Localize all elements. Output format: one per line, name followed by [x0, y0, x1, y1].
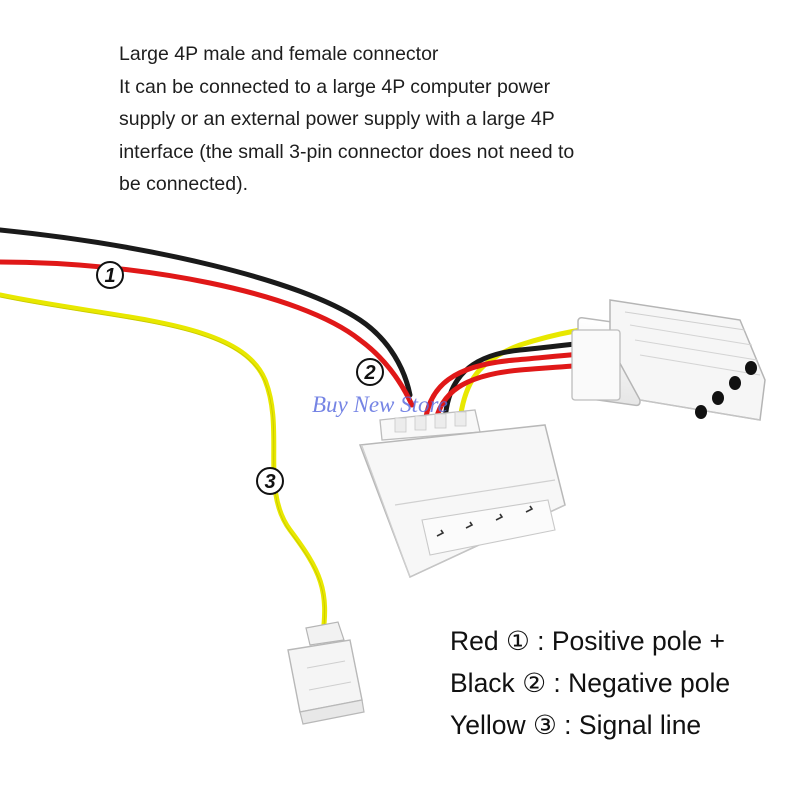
description-text: Large 4P male and female connector It ca… — [119, 38, 679, 201]
watermark: Buy New Store — [312, 392, 448, 417]
female-4p-connector — [571, 299, 766, 421]
legend-meaning: Positive pole + — [551, 626, 725, 656]
marker-2-label: 2 — [363, 362, 375, 384]
male-4p-connector — [358, 409, 566, 579]
marker-1: 1 — [96, 261, 124, 289]
legend-meaning: Negative pole — [568, 668, 731, 698]
legend-marker: ① — [506, 626, 530, 656]
wire-legend: Red ① : Positive pole + Black ② : Negati… — [450, 620, 730, 746]
marker-1-label: 1 — [104, 265, 115, 287]
legend-marker: ② — [522, 668, 546, 698]
legend-color: Red — [450, 626, 499, 656]
description-line: be connected). — [119, 173, 249, 195]
legend-row-yellow: Yellow ③ : Signal line — [450, 710, 702, 740]
legend-marker: ③ — [533, 710, 557, 740]
yellow-wire — [0, 292, 328, 643]
legend-color: Black — [450, 668, 515, 698]
description-line: supply or an external power supply with … — [119, 108, 555, 130]
legend-row-red: Red ① : Positive pole + — [450, 626, 725, 656]
legend-row-black: Black ② : Negative pole — [450, 668, 731, 698]
legend-meaning: Signal line — [578, 710, 702, 740]
marker-2: 2 — [356, 358, 384, 386]
marker-3-label: 3 — [264, 471, 275, 493]
black-wire — [0, 227, 413, 398]
description-line: interface (the small 3-pin connector doe… — [119, 140, 575, 163]
marker-3: 3 — [256, 467, 284, 495]
description-line: Large 4P male and female connector — [119, 43, 439, 65]
three-pin-connector — [287, 621, 365, 725]
legend-color: Yellow — [450, 710, 526, 740]
description-line: It can be connected to a large 4P comput… — [119, 75, 551, 98]
